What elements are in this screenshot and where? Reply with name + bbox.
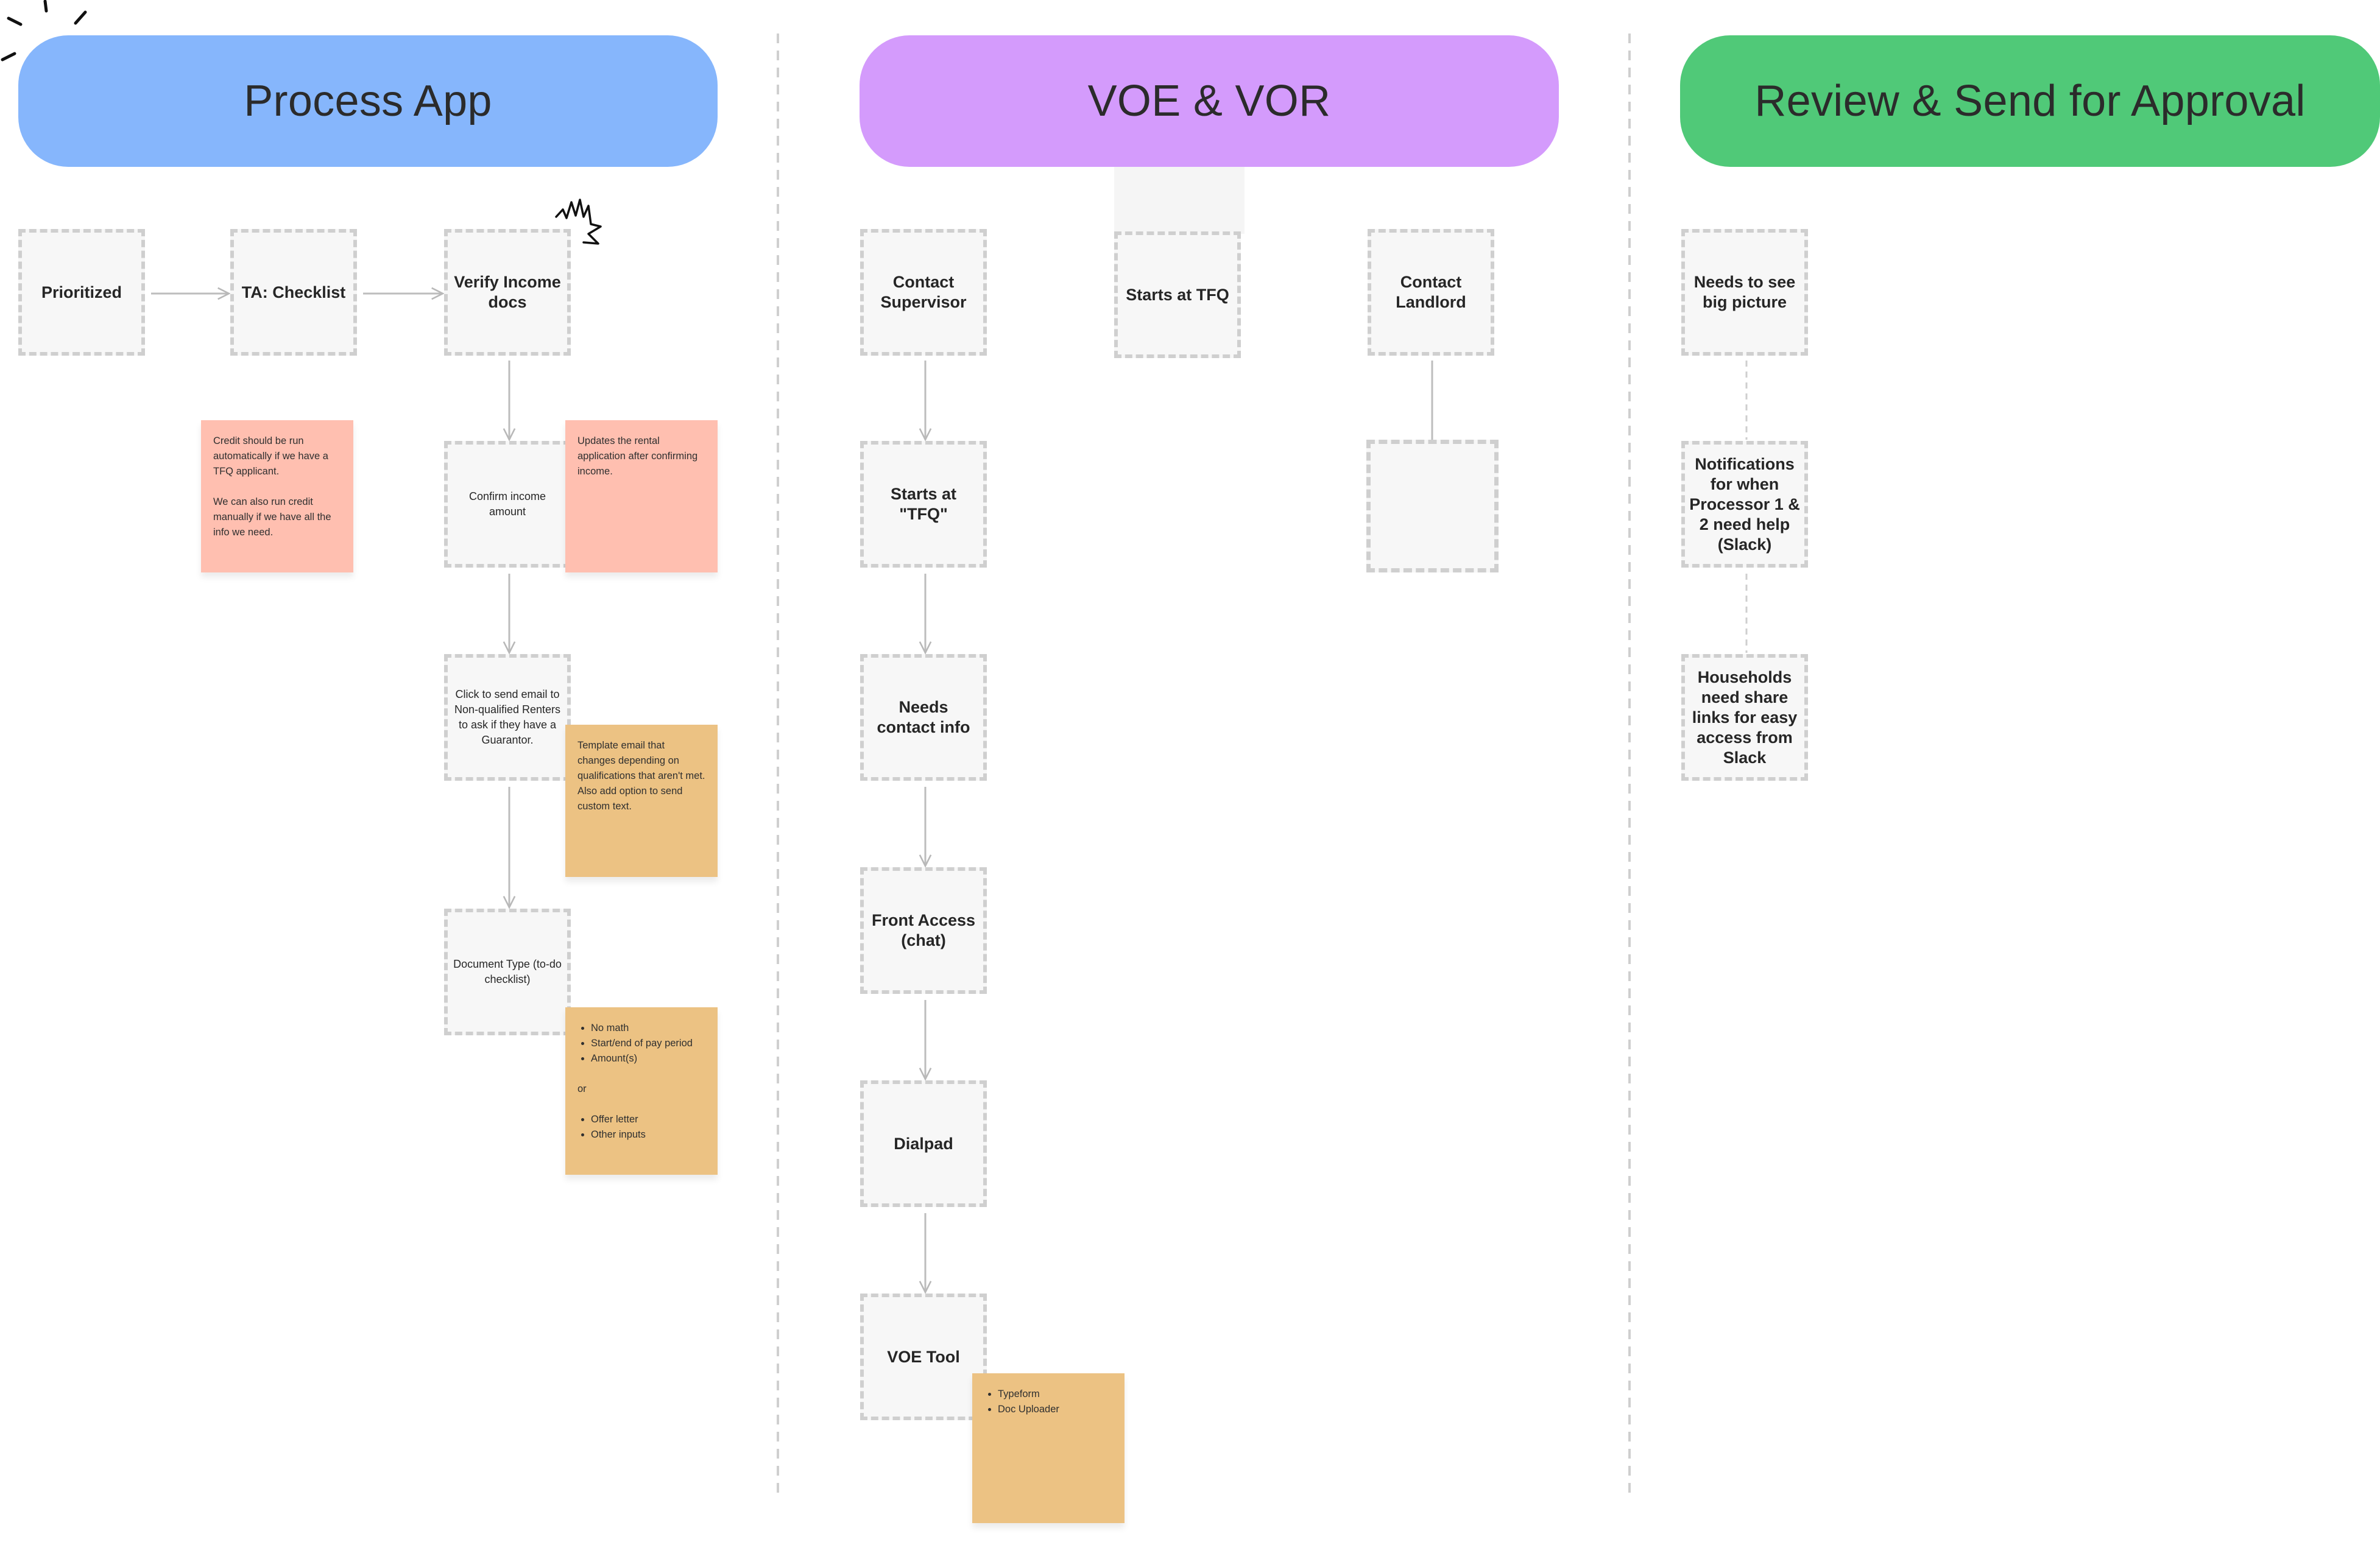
node-voe-tool[interactable]: VOE Tool: [860, 1294, 987, 1420]
sticky-note-rental-update[interactable]: Updates the rental application after con…: [565, 420, 718, 572]
node-contact-landlord[interactable]: Contact Landlord: [1368, 229, 1494, 356]
list-item: Doc Uploader: [998, 1402, 1112, 1417]
node-starts-at-tfq[interactable]: Starts at TFQ: [1114, 231, 1241, 358]
node-needs-contact-info[interactable]: Needs contact info: [860, 654, 987, 781]
scribble-doodle: [555, 199, 602, 245]
sparkle-doodle: [1, 0, 87, 62]
sticky-note-template-email[interactable]: Template email that changes depending on…: [565, 725, 718, 877]
sticky-note-voe-tool[interactable]: Typeform Doc Uploader: [972, 1373, 1125, 1523]
node-contact-supervisor[interactable]: Contact Supervisor: [860, 229, 987, 356]
node-ta-checklist[interactable]: TA: Checklist: [230, 229, 357, 356]
sticky-note-document-options[interactable]: No math Start/end of pay period Amount(s…: [565, 1007, 718, 1175]
node-dialpad[interactable]: Dialpad: [860, 1080, 987, 1207]
node-document-type[interactable]: Document Type (to-do checklist): [444, 909, 571, 1035]
column-header-review: Review & Send for Approval: [1680, 35, 2380, 167]
doc-options-or: or: [577, 1083, 587, 1094]
node-front-access[interactable]: Front Access (chat): [860, 867, 987, 994]
doc-options-list-a: No math Start/end of pay period Amount(s…: [577, 1021, 705, 1066]
ghost-frame: [1114, 167, 1245, 234]
node-needs-big-picture[interactable]: Needs to see big picture: [1681, 229, 1808, 356]
node-send-guarantor-email[interactable]: Click to send email to Non-qualified Ren…: [444, 654, 571, 781]
node-confirm-income-amount[interactable]: Confirm income amount: [444, 441, 571, 568]
node-starts-at-tfq-quoted[interactable]: Starts at "TFQ": [860, 441, 987, 568]
node-verify-income-docs[interactable]: Verify Income docs: [444, 229, 571, 356]
node-households-share-links[interactable]: Households need share links for easy acc…: [1681, 654, 1808, 781]
node-empty-placeholder[interactable]: [1366, 440, 1499, 572]
list-item: Amount(s): [591, 1051, 705, 1066]
column-header-process-app: Process App: [18, 35, 718, 167]
sticky-rental-text: Updates the rental application after con…: [577, 435, 698, 477]
list-item: Offer letter: [591, 1112, 705, 1127]
list-item: Start/end of pay period: [591, 1036, 705, 1051]
list-item: No math: [591, 1021, 705, 1036]
sticky-credit-text-1: Credit should be run automatically if we…: [213, 435, 328, 477]
sticky-note-credit[interactable]: Credit should be run automatically if we…: [201, 420, 353, 572]
node-notifications-slack[interactable]: Notifications for when Processor 1 & 2 n…: [1681, 441, 1808, 568]
sticky-template-text: Template email that changes depending on…: [577, 740, 705, 812]
list-item: Typeform: [998, 1387, 1112, 1402]
voe-tool-list: Typeform Doc Uploader: [984, 1387, 1112, 1417]
node-prioritized[interactable]: Prioritized: [18, 229, 145, 356]
list-item: Other inputs: [591, 1127, 705, 1142]
column-header-voe-vor: VOE & VOR: [860, 35, 1559, 167]
doc-options-list-b: Offer letter Other inputs: [577, 1112, 705, 1142]
sticky-credit-text-2: We can also run credit manually if we ha…: [213, 496, 331, 538]
